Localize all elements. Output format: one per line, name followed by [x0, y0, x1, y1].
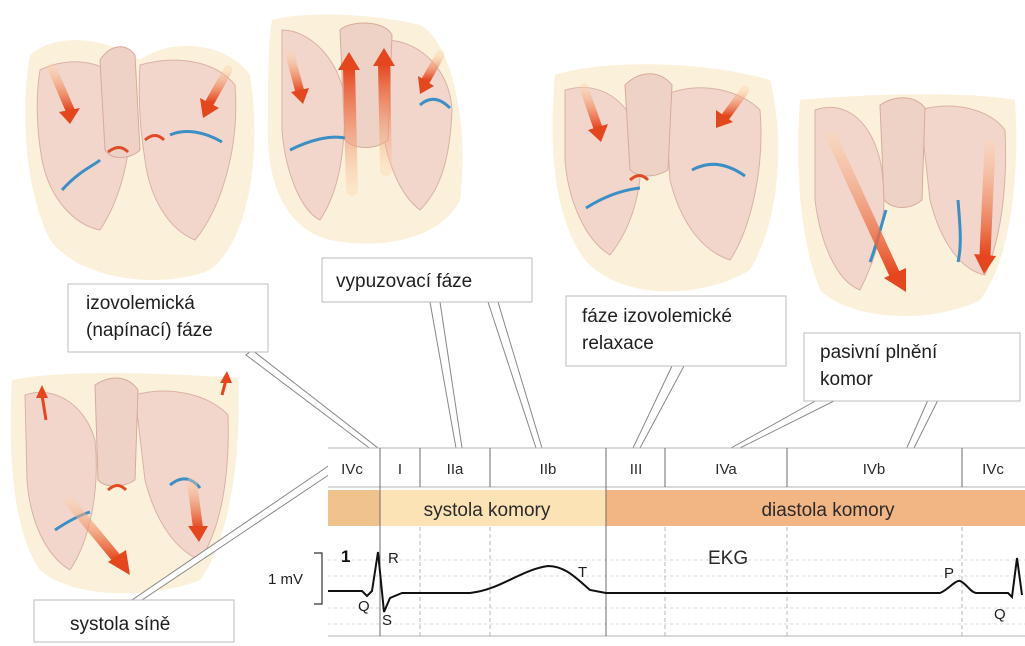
passive-filling-line1: pasivní plnění: [820, 342, 938, 363]
phase-label-ivb: IVb: [863, 461, 886, 478]
ekg-scale-bracket: [314, 553, 322, 604]
ekg-scale-label: 1 mV: [268, 571, 303, 588]
phase-label-iia: IIa: [447, 461, 464, 478]
heart-atrial-systole-illustration: [11, 371, 239, 593]
phase-label-iva: IVa: [715, 461, 737, 478]
phase-label-i: I: [398, 461, 402, 478]
ekg-wave-q-end: Q: [994, 606, 1006, 623]
relaxation-line1: fáze izovolemické: [582, 306, 732, 327]
ekg-wave-s: S: [382, 612, 392, 629]
band-edge-left: [328, 490, 380, 526]
phase-label-iii: III: [630, 461, 643, 478]
diastole-label: diastola komory: [761, 500, 895, 521]
systole-label: systola komory: [424, 500, 551, 521]
ekg-wave-r: R: [388, 550, 399, 567]
ekg-wave-p: P: [944, 565, 954, 582]
ejection-label: vypuzovací fáze: [336, 271, 472, 292]
heart-passive-filling-illustration: [798, 94, 1016, 316]
phase-label-iib: IIb: [540, 461, 557, 478]
callout-relaxation: fáze izovolemické relaxace: [566, 296, 786, 448]
heart-isovolumic-illustration: [25, 40, 254, 280]
phase-label-ivc: IVc: [341, 461, 363, 478]
relaxation-line2: relaxace: [582, 333, 654, 354]
phase-table: systola komory diastola komory IVc I IIa…: [328, 448, 1025, 636]
ekg-wave-q: Q: [358, 598, 370, 615]
heart-ejection-illustration: [268, 15, 463, 244]
phase-label-ivc-end: IVc: [982, 461, 1004, 478]
atrial-systole-label: systola síně: [70, 614, 170, 635]
callout-ejection: vypuzovací fáze: [322, 258, 542, 448]
ekg-wave-t: T: [578, 564, 587, 581]
ekg-panel-number: 1: [341, 547, 350, 566]
passive-filling-line2: komor: [820, 369, 873, 390]
ekg-title: EKG: [708, 548, 748, 569]
heart-relaxation-illustration: [553, 64, 779, 291]
isovolumic-line1: izovolemická: [86, 293, 195, 314]
isovolumic-line2: (napínací) fáze: [86, 320, 213, 341]
